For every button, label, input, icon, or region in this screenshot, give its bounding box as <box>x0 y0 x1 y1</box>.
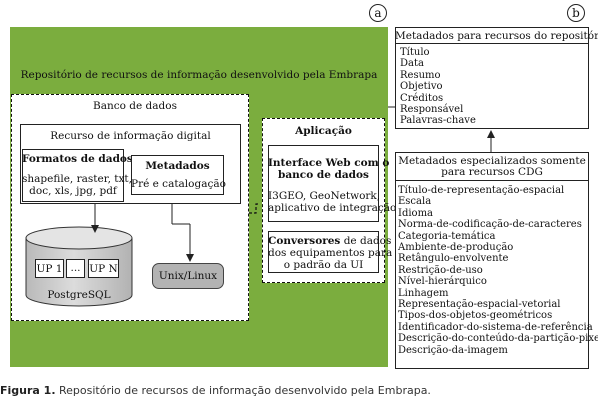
cdg-metadata-item: Restrição-de-uso <box>398 264 483 276</box>
database-title: Banco de dados <box>93 100 177 112</box>
figure-caption-text: Repositório de recursos de informação de… <box>55 384 431 397</box>
repo-metadata-list: Título Data Resumo Objetivo Créditos Res… <box>400 47 476 127</box>
cdg-metadata-item: Descrição-da-imagem <box>398 344 508 356</box>
data-formats-box <box>22 149 124 202</box>
cdg-metadata-title-2: para recursos CDG <box>441 166 543 178</box>
cdg-metadata-title-1: Metadados especializados somente <box>398 155 586 167</box>
panel-label-a: a <box>369 4 387 22</box>
repo-metadata-item: Título <box>400 47 430 58</box>
repo-metadata-item: Resumo <box>400 69 441 81</box>
repo-metadata-divider <box>395 43 589 44</box>
web-interface-body-2: aplicativo de integração <box>268 202 397 214</box>
repo-metadata-item: Responsável <box>400 104 464 116</box>
data-formats-line-1: shapefile, raster, txt, <box>22 173 132 185</box>
metadata-box <box>131 155 224 195</box>
cdg-metadata-item: Ambiente-de-produção <box>398 242 514 254</box>
converters-bold: Conversores <box>268 235 341 247</box>
repo-metadata-item: Data <box>400 58 424 70</box>
data-formats-line-2: doc, xls, jpg, pdf <box>29 185 117 197</box>
repo-metadata-item: Palavras-chave <box>400 115 476 127</box>
panel-label-b: b <box>567 4 585 22</box>
cdg-metadata-list: Título-de-representação-espacial Escala … <box>398 185 598 356</box>
up-1-box <box>35 259 64 278</box>
cdg-metadata-item: Idioma <box>398 207 434 219</box>
postgresql-label: PostgreSQL <box>47 289 111 301</box>
digital-resource-title: Recurso de informação digital <box>50 130 211 142</box>
data-formats-title: Formatos de dados <box>22 153 133 165</box>
up-dots-box <box>66 259 85 278</box>
cdg-metadata-box <box>395 152 589 369</box>
cdg-metadata-divider <box>395 180 589 181</box>
unix-linux-box <box>152 263 224 289</box>
cdg-metadata-item: Escala <box>398 196 432 208</box>
web-interface-title-2: banco de dados <box>278 169 369 181</box>
converters-line-3: o padrão da UI <box>283 259 364 271</box>
cdg-metadata-item: Retângulo-envolvente <box>398 253 509 265</box>
repo-metadata-box <box>395 27 589 129</box>
converters-rest: de dados <box>340 235 392 247</box>
web-interface-title-1: Interface Web com o <box>268 157 390 169</box>
metadata-title: Metadados <box>145 160 210 172</box>
cdg-metadata-item: Nível-hierárquico <box>398 276 487 288</box>
converters-line-2: dos equipamentos para <box>268 247 393 259</box>
figure-caption: Figura 1. Repositório de recursos de inf… <box>0 384 431 397</box>
cdg-metadata-item: Categoria-temática <box>398 230 496 242</box>
repo-metadata-item: Objetivo <box>400 81 443 93</box>
cdg-metadata-item: Título-de-representação-espacial <box>398 185 565 196</box>
up-n-box <box>88 259 119 278</box>
unix-linux-label: Unix/Linux <box>158 270 218 282</box>
cdg-metadata-item: Representação-espacial-vetorial <box>398 299 561 311</box>
up-1-label: UP 1 <box>36 263 63 275</box>
cdg-metadata-item: Norma-de-codificação-de-caracteres <box>398 219 582 231</box>
figure-caption-label: Figura 1. <box>0 384 56 397</box>
metadata-body: Pré e catalogação <box>131 178 226 190</box>
converters-line-1: Conversores de dados <box>268 235 391 247</box>
up-n-label: UP N <box>89 263 118 275</box>
cdg-metadata-item: Descrição-do-conteúdo-da-partição-pixel <box>398 333 598 345</box>
web-interface-box <box>268 145 379 222</box>
cdg-metadata-item: Identificador-do-sistema-de-referência <box>398 321 593 333</box>
up-dots-label: ... <box>70 262 81 274</box>
application-title: Aplicação <box>295 125 352 137</box>
cdg-metadata-item: Linhagem <box>398 287 449 299</box>
web-interface-body-1: I3GEO, GeoNetwork, <box>268 190 381 202</box>
cdg-metadata-item: Tipos-dos-objetos-geométricos <box>398 310 553 322</box>
repository-title: Repositório de recursos de informação de… <box>20 69 378 81</box>
converters-box <box>268 231 379 273</box>
repo-metadata-title: Metadados para recursos do repositório <box>395 30 598 42</box>
repo-metadata-item: Créditos <box>400 92 444 104</box>
